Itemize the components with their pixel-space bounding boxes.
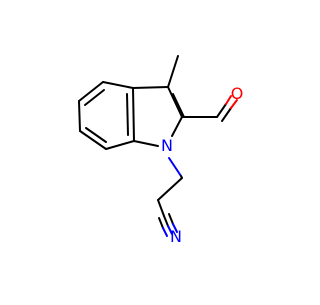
bond-c5-c6 — [78, 100, 81, 132]
triple-bond-line-3-blue — [172, 223, 178, 233]
oxygen-label: O — [231, 84, 244, 103]
bond-c7-c7a — [105, 140, 135, 150]
double-bond-c4-c5 — [84, 89, 105, 106]
ring-nitrogen-label: N — [161, 136, 173, 155]
bond-n1-c7a — [133, 140, 159, 147]
bond-n1-ch2-blue — [168, 157, 182, 177]
bond-c-o-red-1 — [225, 95, 232, 105]
bond-c-o-black-1 — [216, 103, 227, 118]
aldehyde-group — [181, 95, 238, 122]
bond-c3a-c3 — [132, 86, 169, 89]
molecule-structure: O N N — [0, 0, 300, 300]
triple-bond-line-2-black — [158, 217, 164, 229]
bond-c3-c2 — [167, 86, 183, 118]
triple-bond-line-1-blue — [167, 225, 173, 235]
structure-canvas: O N N — [0, 0, 300, 300]
bond-c-o-red-2 — [230, 99, 238, 109]
pyrrole-ring — [132, 86, 185, 147]
background — [0, 0, 300, 300]
bond-c6-c7 — [79, 130, 107, 150]
bond-c-o-black-2 — [221, 107, 232, 122]
double-bond-c3a-c7a — [126, 93, 129, 136]
bond-methyl — [167, 55, 179, 88]
bond-ch2-cn-black — [157, 199, 165, 217]
bond-ch2-ch2 — [157, 177, 183, 201]
triple-bond-line-2-blue — [162, 227, 168, 237]
nitrile-chain — [157, 157, 183, 237]
benzene-ring — [78, 81, 135, 150]
double-bond-c2-c3 — [172, 93, 185, 118]
nitrile-nitrogen-label: N — [170, 227, 182, 246]
bond-c2-n1 — [171, 116, 183, 137]
triple-bond-line-1-black — [163, 215, 169, 227]
double-bond-c6-c7 — [85, 127, 107, 143]
triple-bond-line-3-black — [168, 213, 174, 225]
bond-c4-c5 — [78, 81, 104, 102]
bond-c7a-c3a — [132, 87, 135, 142]
bond-c3a-c4 — [102, 81, 134, 89]
